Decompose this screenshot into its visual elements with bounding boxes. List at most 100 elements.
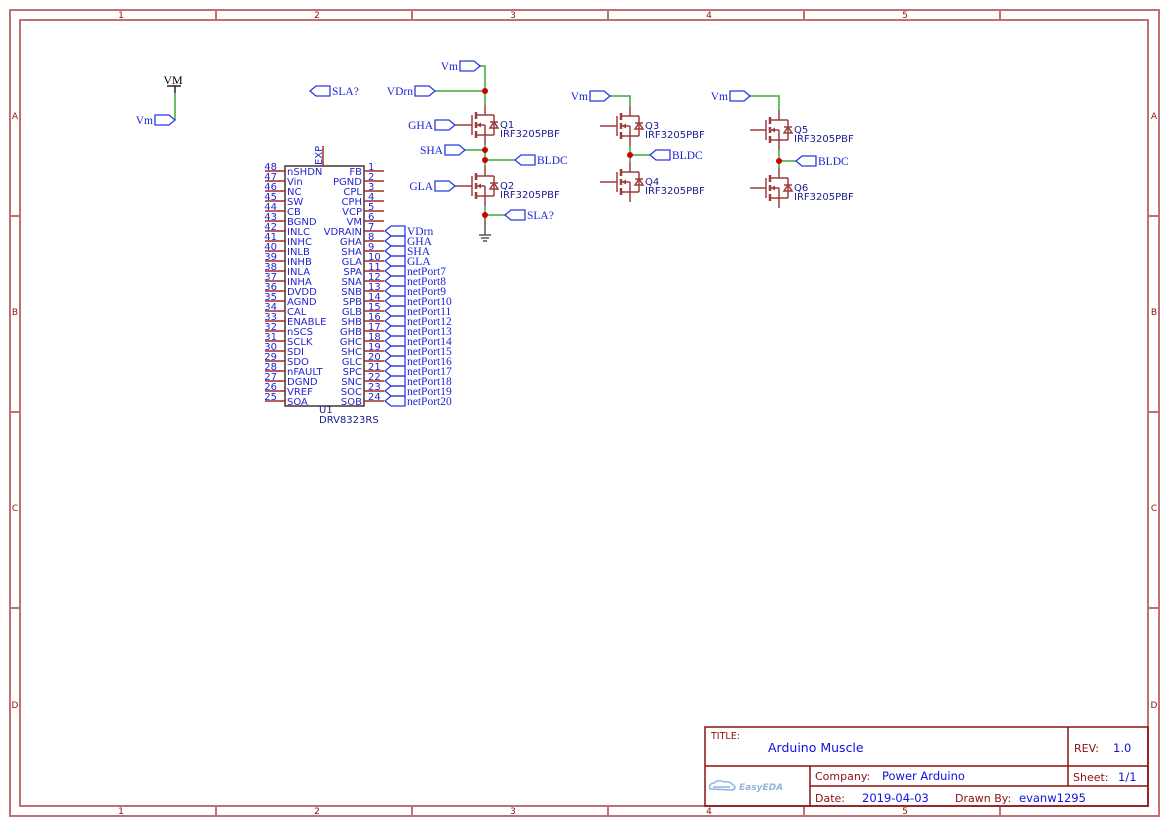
net-flag-u1-pin[interactable]: netPort8 bbox=[383, 275, 446, 288]
net-flag-u1-pin[interactable]: netPort7 bbox=[383, 265, 446, 278]
net-flag-u1-pin[interactable]: netPort18 bbox=[383, 375, 452, 388]
frame-column-label: 1 bbox=[118, 807, 124, 817]
net-flag-bldc[interactable]: BLDC bbox=[794, 155, 849, 168]
net-flag-u1-pin[interactable]: netPort15 bbox=[383, 345, 452, 358]
net-flag-u1-pin[interactable]: netPort17 bbox=[383, 365, 452, 378]
net-flag-shape bbox=[383, 335, 406, 347]
ground-symbol[interactable] bbox=[479, 215, 491, 242]
u1-pin-right[interactable]: 6VM bbox=[347, 212, 384, 228]
vm-power-port[interactable]: VM bbox=[163, 73, 183, 93]
net-flag-u1-pin[interactable]: netPort9 bbox=[383, 285, 446, 298]
pin-name: SW bbox=[287, 197, 303, 208]
net-flag-vdrn[interactable]: VDrn bbox=[387, 85, 437, 98]
net-flag-u1-pin[interactable]: GLA bbox=[383, 255, 431, 268]
net-flag-gla[interactable]: GLA bbox=[409, 180, 457, 193]
pin-number: 1 bbox=[368, 162, 374, 173]
net-flag-shape bbox=[383, 265, 406, 277]
pin-name: SHB bbox=[341, 317, 362, 328]
junction-dot bbox=[482, 88, 488, 94]
net-flag-vm[interactable]: Vm bbox=[711, 90, 752, 103]
net-flag-u1-pin[interactable]: netPort19 bbox=[383, 385, 452, 398]
net-flag-bldc[interactable]: BLDC bbox=[513, 154, 568, 167]
net-flag-sla[interactable]: SLA? bbox=[503, 209, 554, 222]
net-flag-u1-pin[interactable]: netPort20 bbox=[383, 395, 452, 408]
net-flag-u1-pin[interactable]: netPort11 bbox=[383, 305, 452, 318]
net-flag-bldc[interactable]: BLDC bbox=[648, 149, 703, 162]
net-flag-vm[interactable]: Vm bbox=[571, 90, 612, 103]
net-flag-u1-pin[interactable]: netPort14 bbox=[383, 335, 452, 348]
net-flag-vm[interactable]: Vm bbox=[136, 114, 177, 127]
net-flag-sla[interactable]: SLA? bbox=[308, 85, 359, 98]
net-flag-u1-pin[interactable]: SHA bbox=[383, 245, 431, 258]
net-flag-u1-pin[interactable]: netPort10 bbox=[383, 295, 452, 308]
net-flag-u1-pin[interactable]: netPort13 bbox=[383, 325, 452, 338]
u1-pin-right[interactable]: 1FB bbox=[349, 162, 384, 178]
net-flag-label: SLA? bbox=[527, 210, 554, 222]
body-diode-icon bbox=[488, 120, 500, 129]
net-flag-sha[interactable]: SHA bbox=[420, 144, 467, 157]
net-flag-u1-pin[interactable]: netPort16 bbox=[383, 355, 452, 368]
drawn-by-value: evanw1295 bbox=[1019, 791, 1086, 805]
net-flag-gha[interactable]: GHA bbox=[408, 119, 457, 132]
net-flag-u1-pin[interactable]: netPort12 bbox=[383, 315, 452, 328]
pin-name: nFAULT bbox=[287, 367, 324, 378]
net-flag-vm[interactable]: Vm bbox=[441, 60, 482, 73]
net-flag-u1-pin[interactable]: GHA bbox=[383, 235, 433, 248]
net-flag-u1-pin[interactable]: VDrn bbox=[383, 225, 433, 238]
pin-number: 31 bbox=[264, 332, 277, 343]
